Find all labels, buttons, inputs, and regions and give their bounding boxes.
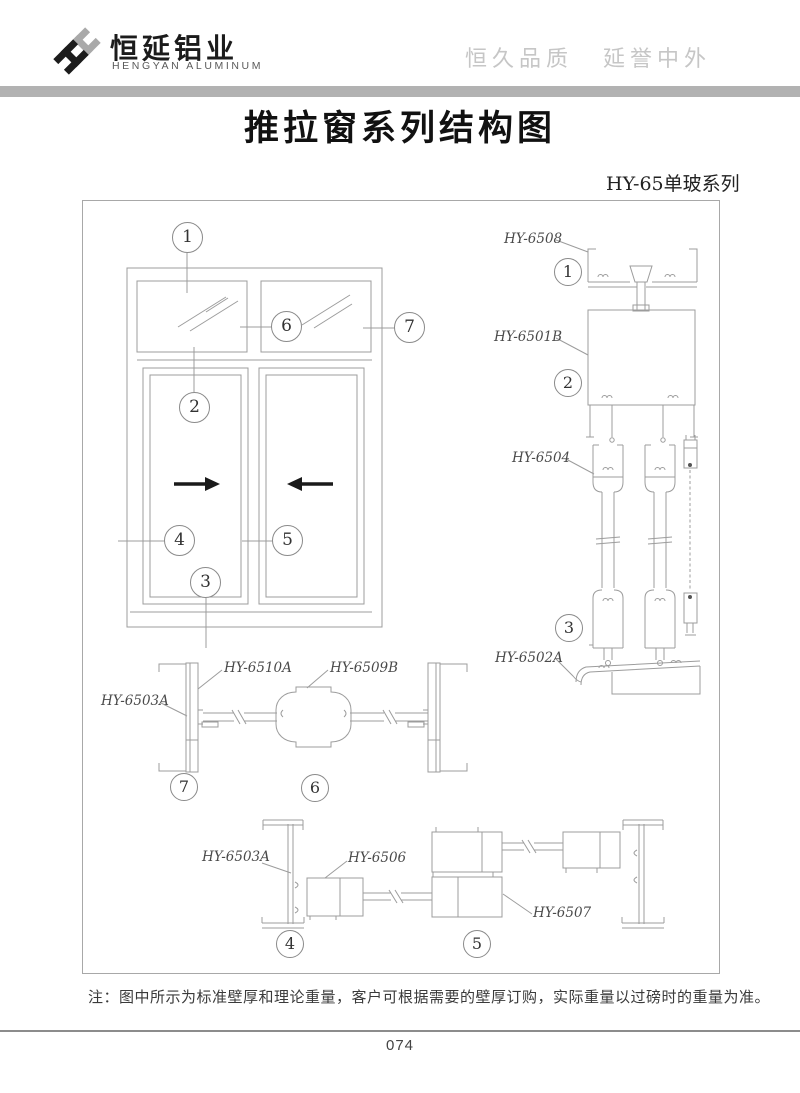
profile-label-hy6503a-bottom: HY-6503A: [202, 849, 270, 865]
brand-logo-icon: [53, 27, 101, 75]
callout-section-2: 2: [554, 369, 582, 397]
callout-elevation-4: 4: [164, 525, 195, 556]
profile-label-hy6503a-mid: HY-6503A: [101, 693, 169, 709]
footer-divider: [0, 1030, 800, 1032]
profile-label-hy6501b: HY-6501B: [494, 329, 563, 345]
callout-section-6: 6: [301, 774, 329, 802]
callout-section-3: 3: [555, 614, 583, 642]
brand-name: 恒延铝业: [110, 33, 239, 64]
callout-elevation-7: 7: [394, 312, 425, 343]
profile-label-hy6510a: HY-6510A: [224, 660, 292, 676]
callout-section-5: 5: [463, 930, 491, 958]
callout-elevation-2: 2: [179, 392, 210, 423]
profile-label-hy6502a: HY-6502A: [495, 650, 563, 666]
callout-section-4: 4: [276, 930, 304, 958]
page-title: 推拉窗系列结构图: [243, 109, 556, 148]
callout-section-7: 7: [170, 773, 198, 801]
slogan-left: 恒久品质: [465, 46, 574, 71]
profile-label-hy6504: HY-6504: [512, 450, 571, 466]
note-text: 注：图中所示为标准壁厚和理论重量，客户可根据需要的壁厚订购，实际重量以过磅时的重…: [88, 989, 771, 1006]
profile-label-hy6508: HY-6508: [504, 231, 563, 247]
callout-section-1: 1: [554, 258, 582, 286]
callout-elevation-6: 6: [271, 311, 302, 342]
profile-label-hy6509b: HY-6509B: [330, 660, 399, 676]
page-number: 074: [385, 1037, 415, 1054]
callout-elevation-1: 1: [172, 222, 203, 253]
profile-label-hy6506: HY-6506: [348, 850, 407, 866]
series-subtitle: HY-65单玻系列: [606, 173, 740, 195]
callout-elevation-3: 3: [190, 567, 221, 598]
profile-label-hy6507: HY-6507: [533, 905, 592, 921]
header-slogan: 恒久品质 延誉中外: [465, 41, 711, 73]
brand-name-en: HENGYAN ALUMINUM: [112, 60, 264, 72]
slogan-right: 延誉中外: [603, 46, 712, 71]
header-divider-band: [0, 86, 800, 97]
callout-elevation-5: 5: [272, 525, 303, 556]
